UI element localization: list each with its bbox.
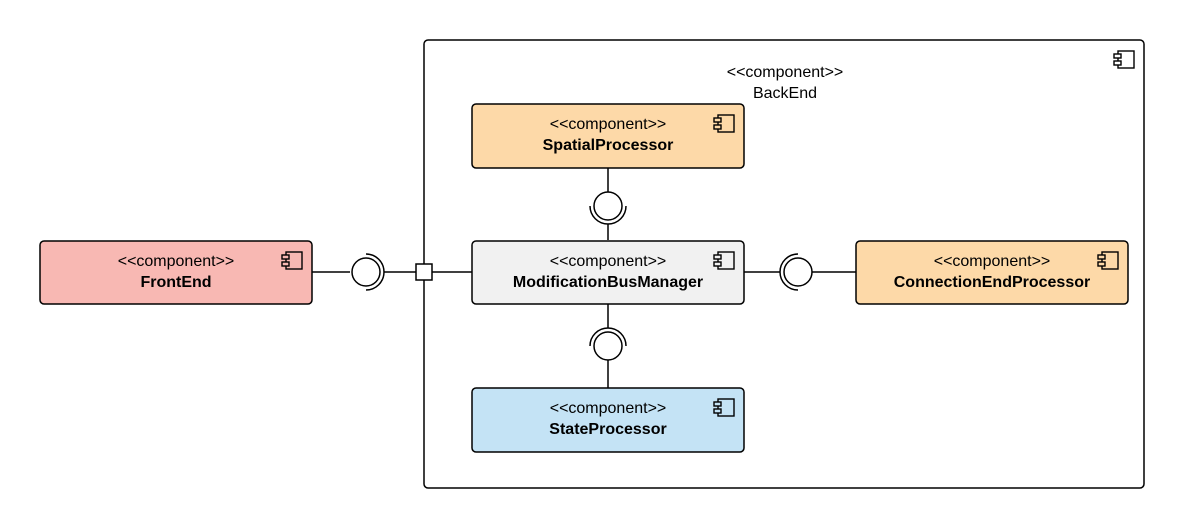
frontend-provided-interface-icon (351, 257, 381, 287)
backend-component-icon (1113, 50, 1135, 69)
backend-port-icon[interactable] (415, 263, 433, 281)
frontend-box (39, 240, 313, 305)
backend-stereotype: <<component>> (727, 64, 844, 81)
bus-name: ModificationBusManager (513, 274, 703, 291)
modification-bus-manager-component[interactable]: <<component>> ModificationBusManager (471, 240, 745, 305)
bus-stereotype: <<component>> (550, 253, 667, 270)
spatial-box (471, 103, 745, 169)
connectors (312, 168, 856, 388)
state-required-socket-icon (589, 327, 627, 347)
spatial-component-icon (713, 114, 735, 133)
backend-name: BackEnd (753, 85, 817, 102)
state-stereotype: <<component>> (550, 400, 667, 417)
frontend-component-icon (281, 251, 303, 270)
state-provided-interface-icon (593, 331, 623, 361)
state-component-icon (713, 398, 735, 417)
connection-required-socket-icon (779, 253, 799, 291)
connection-stereotype: <<component>> (934, 253, 1051, 270)
frontend-stereotype: <<component>> (118, 253, 235, 270)
bus-component-icon (713, 251, 735, 270)
spatial-provided-interface-icon (593, 191, 623, 221)
connection-end-processor-component[interactable]: <<component>> ConnectionEndProcessor (855, 240, 1129, 305)
state-box (471, 387, 745, 453)
state-name: StateProcessor (549, 421, 666, 438)
bus-box (471, 240, 745, 305)
connection-name: ConnectionEndProcessor (894, 274, 1090, 291)
state-processor-component[interactable]: <<component>> StateProcessor (471, 387, 745, 453)
frontend-name: FrontEnd (140, 274, 211, 291)
connection-provided-interface-icon (783, 257, 813, 287)
frontend-component[interactable]: <<component>> FrontEnd (39, 240, 313, 305)
spatial-processor-component[interactable]: <<component>> SpatialProcessor (471, 103, 745, 169)
spatial-stereotype: <<component>> (550, 116, 667, 133)
connection-component-icon (1097, 251, 1119, 270)
spatial-name: SpatialProcessor (543, 137, 674, 154)
connection-box (855, 240, 1129, 305)
